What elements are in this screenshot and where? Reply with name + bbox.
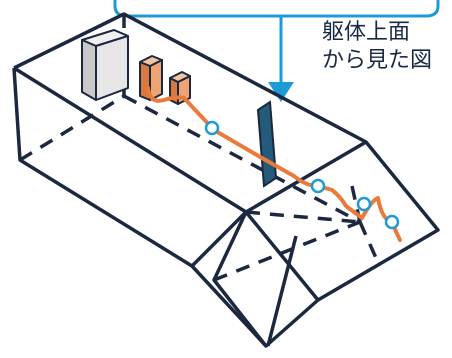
device-large-top	[139, 55, 163, 67]
cable-marker-2	[310, 178, 326, 194]
cable-path	[146, 86, 402, 242]
box-slope-divider	[266, 235, 298, 347]
hidden-edge-slope-b	[245, 210, 361, 224]
callout	[113, 0, 440, 102]
box-outline	[12, 12, 440, 348]
caption-line-2: から見た図	[322, 48, 433, 73]
panel	[256, 100, 278, 188]
cable-marker-4	[384, 214, 400, 230]
hidden-edge-slope-a	[358, 221, 378, 259]
device-small-top	[169, 71, 191, 83]
cable-marker-3	[356, 196, 372, 212]
box-slope-left	[212, 211, 268, 348]
hidden-edge-back-left	[19, 94, 125, 162]
callout-arrow-head	[268, 82, 294, 102]
callout-box	[113, 0, 440, 18]
devices	[139, 55, 191, 105]
panel-front	[256, 100, 278, 188]
cable	[146, 86, 402, 242]
box-hidden-edges	[19, 14, 378, 282]
box-left-front	[12, 67, 248, 268]
cable-marker-1	[204, 120, 220, 136]
caption-line-1: 躯体上面	[322, 20, 411, 45]
hidden-edge-back-top	[123, 94, 361, 224]
cabinet	[81, 29, 129, 101]
cabinet-front	[81, 39, 97, 101]
hidden-edge-slope-c	[213, 220, 361, 282]
box-slope-top	[244, 140, 440, 302]
cabinet-side	[95, 35, 129, 101]
